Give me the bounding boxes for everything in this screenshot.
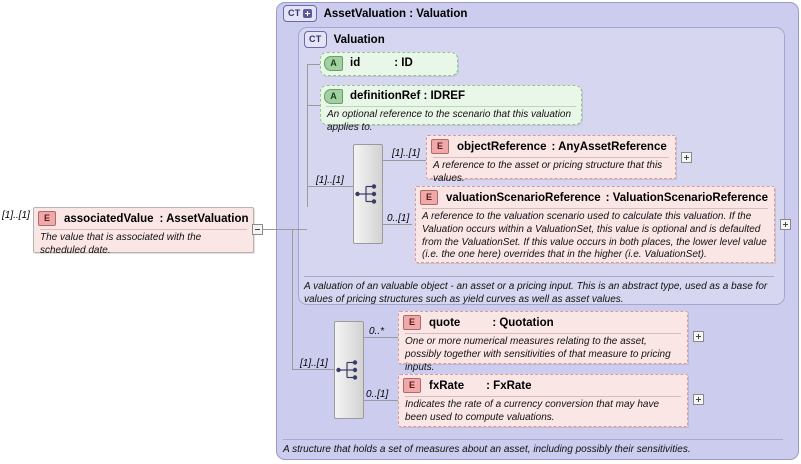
connector-to-attribute-id [307,64,320,65]
element-box-associatedvalue[interactable]: E associatedValue : AssetValuation The v… [33,207,254,256]
element-box-valuationscenarioreference[interactable]: E valuationScenarioReference : Valuation… [415,186,775,263]
outer-type-title: CT AssetValuation : Valuation [283,5,467,22]
ct-badge-inner-text: CT [309,34,322,44]
sequence-outer-cardinality: [1]..[1] [300,358,328,369]
element-box-fxrate[interactable]: E fxRate : FxRate Indicates the rate of … [398,374,688,427]
plus-icon[interactable] [302,9,312,18]
connector-to-attribute-definitionref [307,105,320,106]
connector-attributes-spine [307,64,308,207]
sequence-compositor-outer[interactable] [334,321,364,419]
attribute-box-definitionref[interactable]: A definitionRef : IDREF An optional refe… [320,85,582,133]
cardinality-objectreference: [1]..[1] [392,148,420,159]
attribute-header-definitionref: A definitionRef : IDREF [321,86,581,106]
attribute-type-id: : ID [394,57,413,69]
element-type-valuationscenarioreference: : ValuationScenarioReference [605,191,769,204]
element-annotation-fxrate: Indicates the rate of a currency convers… [405,396,681,428]
connector-to-sequence-outer [292,369,334,370]
expander-plus-quote[interactable] [693,331,704,342]
ct-badge-inner: CT [304,31,327,48]
element-header-quote: E quote : Quotation [399,312,687,333]
cardinality-quote: 0..* [369,326,385,337]
element-box-quote[interactable]: E quote : Quotation One or more numerica… [398,311,688,373]
attribute-header-id: A id : ID [321,53,457,73]
ct-badge-outer: CT [283,5,317,22]
element-name-quote: quote [429,316,461,329]
connector-to-quote [364,337,398,338]
element-annotation-associatedvalue: The value that is associated with the sc… [40,229,247,261]
source-element-cardinality: [1]..[1] [2,210,30,221]
connector-source-to-outer [263,229,277,230]
element-header-valuationscenarioreference: E valuationScenarioReference : Valuation… [416,187,774,208]
element-box-objectreference[interactable]: E objectReference : AnyAssetReference A … [426,135,676,184]
ct-badge-outer-text: CT [288,8,301,18]
expander-plus-fxrate[interactable] [693,394,704,405]
element-annotation-quote: One or more numerical measures relating … [405,333,681,377]
connector-to-objectreference [383,160,429,161]
connector-outer-spine [292,229,293,369]
attribute-name-definitionref: definitionRef : IDREF [350,90,465,102]
element-name-objectreference: objectReference [457,140,547,153]
attribute-name-id: id [350,57,361,69]
attribute-box-id[interactable]: A id : ID [320,52,458,76]
sequence-compositor-inner[interactable] [353,144,383,244]
outer-type-annotation: A structure that holds a set of measures… [283,439,783,456]
expander-plus-valuationscenarioreference[interactable] [780,219,791,230]
element-annotation-valuationscenarioreference: A reference to the valuation scenario us… [422,208,768,265]
element-type-objectreference: : AnyAssetReference [551,140,667,153]
cardinality-fxrate: 0..[1] [366,389,389,400]
e-badge-objectreference: E [431,139,449,154]
element-type-quote: : Quotation [492,316,554,329]
element-annotation-objectreference: A reference to the asset or pricing stru… [433,157,669,189]
sequence-inner-cardinality: [1]..[1] [316,175,344,186]
e-badge-fxrate: E [403,378,421,393]
inner-type-label: Valuation [333,33,385,46]
element-header-objectreference: E objectReference : AnyAssetReference [427,136,675,157]
cardinality-valuationscenarioreference: 0..[1] [387,213,410,224]
sequence-icon [336,360,358,380]
a-badge-definitionref: A [324,88,343,104]
a-badge-id: A [324,55,343,71]
expander-minus-associatedvalue[interactable] [252,224,263,235]
element-header-fxrate: E fxRate : FxRate [399,375,687,396]
e-badge-valuationscenarioreference: E [420,190,438,205]
attribute-annotation-definitionref: An optional reference to the scenario th… [326,106,576,136]
element-type-fxrate: : FxRate [486,379,532,392]
outer-type-label: AssetValuation : Valuation [323,7,468,20]
connector-to-sequence-inner [307,186,353,187]
element-name-valuationscenarioreference: valuationScenarioReference [446,191,601,204]
connector-to-fxrate [364,400,398,401]
e-badge-associatedvalue: E [38,211,56,226]
element-type-associatedvalue: : AssetValuation [159,212,249,225]
inner-type-title: CT Valuation [304,31,385,48]
expander-plus-objectreference[interactable] [681,152,692,163]
inner-type-annotation: A valuation of an valuable object - an a… [304,276,774,306]
connector-to-valuationscenarioreference [383,224,412,225]
e-badge-quote: E [403,315,421,330]
element-header-associatedvalue: E associatedValue : AssetValuation [34,208,253,229]
element-name-fxrate: fxRate [429,379,465,392]
element-name-associatedvalue: associatedValue [64,212,154,225]
sequence-icon [355,184,377,204]
